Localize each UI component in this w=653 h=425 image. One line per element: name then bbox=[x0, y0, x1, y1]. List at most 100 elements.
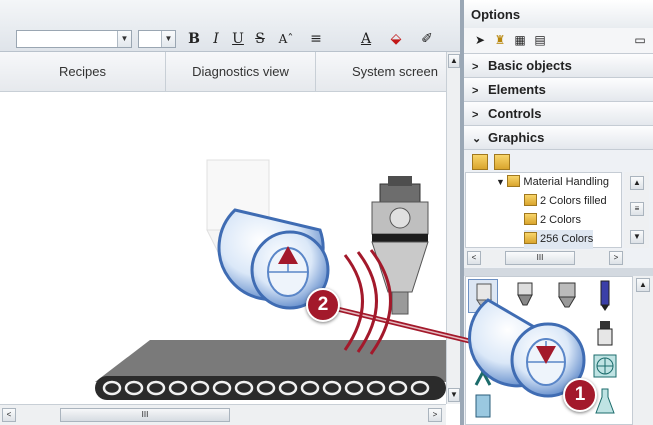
conveyor-roller bbox=[410, 380, 430, 396]
section-graphics[interactable]: ⌄Graphics bbox=[464, 126, 653, 150]
panel-title: Options bbox=[464, 0, 653, 28]
font-size-combo[interactable]: ▼ bbox=[138, 30, 176, 48]
chevron-down-icon[interactable]: ▼ bbox=[161, 31, 175, 47]
new-folder-icon[interactable] bbox=[472, 154, 488, 170]
tree-item-256-colors[interactable]: 256 Colors bbox=[524, 230, 594, 249]
tree-item-label: Material Handling bbox=[523, 176, 610, 188]
tree-vertical-scrollbar[interactable]: ▲ ≡ ▼ bbox=[624, 172, 649, 248]
pencil-icon bbox=[600, 280, 610, 311]
conveyor-roller bbox=[168, 380, 188, 396]
pump-icon bbox=[597, 321, 613, 346]
font-color-button[interactable]: A bbox=[360, 31, 372, 47]
gallery-item-tank[interactable] bbox=[552, 279, 582, 313]
font-size-increase-button[interactable]: Aˆ bbox=[278, 32, 294, 46]
font-combo[interactable]: ▼ bbox=[16, 30, 132, 48]
underline-button[interactable]: U bbox=[232, 31, 244, 47]
section-basic-objects[interactable]: >Basic objects bbox=[464, 54, 653, 78]
scroll-up-button[interactable]: ▲ bbox=[448, 54, 460, 68]
user-icon[interactable]: ♜ bbox=[494, 33, 506, 47]
scroll-right-button[interactable]: > bbox=[609, 251, 623, 265]
tree-item-material-handling[interactable]: ▼ Material Handling bbox=[496, 173, 609, 192]
window-icon[interactable]: ▭ bbox=[634, 33, 646, 47]
tab-diagnostics-view[interactable]: Diagnostics view bbox=[166, 52, 316, 92]
scroll-down-button[interactable]: ▼ bbox=[630, 230, 644, 244]
gallery-item-pump[interactable] bbox=[590, 317, 620, 351]
tank-icon bbox=[558, 282, 576, 308]
align-button[interactable]: ≡ bbox=[310, 31, 322, 47]
callout-number-2: 2 bbox=[306, 288, 340, 322]
hopper-icon bbox=[517, 282, 533, 306]
scroll-thumb[interactable]: III bbox=[505, 251, 575, 265]
conveyor-roller bbox=[278, 380, 298, 396]
bold-button[interactable]: B bbox=[188, 31, 200, 47]
mixer-tank-graphic bbox=[371, 176, 429, 315]
graphics-tree: ▼ Material Handling 2 Colors filled 2 Co… bbox=[465, 172, 622, 249]
section-label: Controls bbox=[488, 106, 542, 121]
grid-icon[interactable]: ▦ bbox=[514, 33, 526, 47]
fan-icon bbox=[593, 354, 617, 378]
conveyor-roller bbox=[190, 380, 210, 396]
gallery-item-grid[interactable] bbox=[468, 319, 498, 353]
tree-item-2-colors[interactable]: 2 Colors bbox=[524, 211, 581, 230]
italic-button[interactable]: I bbox=[213, 31, 219, 47]
gallery-item-valve[interactable] bbox=[468, 355, 498, 389]
section-elements[interactable]: > Elements bbox=[464, 78, 653, 102]
pointer-icon[interactable]: ➤ bbox=[474, 33, 486, 47]
gallery-item-container[interactable] bbox=[468, 389, 498, 423]
folder-icon bbox=[524, 213, 537, 225]
scroll-down-button[interactable]: ▼ bbox=[448, 388, 460, 402]
chevron-right-icon: > bbox=[472, 85, 479, 97]
folder-icon bbox=[524, 232, 537, 244]
delete-folder-icon[interactable] bbox=[494, 154, 510, 170]
graphics-toolbar bbox=[464, 150, 653, 176]
scroll-left-button[interactable]: < bbox=[2, 408, 16, 422]
scroll-thumb[interactable]: ≡ bbox=[630, 202, 644, 216]
expand-arrow-icon[interactable]: ▼ bbox=[496, 177, 508, 187]
chevron-down-icon[interactable]: ▼ bbox=[117, 31, 131, 47]
conveyor-roller bbox=[322, 380, 342, 396]
table-icon[interactable]: ▤ bbox=[534, 33, 546, 47]
flask-icon bbox=[595, 388, 615, 414]
graphics-gallery bbox=[465, 276, 633, 425]
gallery-item-hopper[interactable] bbox=[510, 279, 540, 313]
gallery-item-fan[interactable] bbox=[590, 351, 620, 385]
tab-recipes[interactable]: Recipes bbox=[0, 52, 166, 92]
scroll-thumb[interactable]: III bbox=[60, 408, 230, 422]
tree-item-2-colors-filled[interactable]: 2 Colors filled bbox=[524, 192, 607, 211]
gallery-item-pencil[interactable] bbox=[590, 279, 620, 313]
conveyor-roller bbox=[102, 380, 122, 396]
scroll-right-button[interactable]: > bbox=[428, 408, 442, 422]
panel-toolbar: ➤ ♜ ▦ ▤ ▭ bbox=[464, 28, 653, 54]
tree-item-label: 256 Colors bbox=[540, 233, 594, 245]
conveyor-roller bbox=[300, 380, 320, 396]
section-controls[interactable]: >Controls bbox=[464, 102, 653, 126]
fill-color-button[interactable]: ⬙ bbox=[390, 31, 402, 47]
chevron-right-icon: > bbox=[472, 61, 479, 73]
silo-icon bbox=[476, 283, 492, 307]
section-label: Elements bbox=[488, 82, 546, 97]
container-icon bbox=[475, 394, 491, 418]
tree-horizontal-scrollbar[interactable]: < III > bbox=[465, 250, 625, 267]
editor-vertical-scrollbar[interactable]: ▲ ▼ bbox=[446, 52, 460, 404]
folder-icon bbox=[507, 175, 521, 187]
gallery-item-flask[interactable] bbox=[590, 385, 620, 419]
gallery-item-silo[interactable] bbox=[468, 279, 498, 313]
tab-system-screen[interactable]: System screen bbox=[352, 64, 438, 79]
gallery-vertical-scrollbar[interactable]: ▲ bbox=[633, 276, 653, 425]
scroll-up-button[interactable]: ▲ bbox=[630, 176, 644, 190]
grid-icon bbox=[471, 326, 495, 342]
conveyor-roller bbox=[212, 380, 232, 396]
strikethrough-button[interactable]: S bbox=[255, 31, 265, 47]
line-color-button[interactable]: ✐ bbox=[421, 31, 433, 47]
screen-editor: ▼ ▼ B I U S Aˆ ≡ A ⬙ ✐ Recipes Diagnosti… bbox=[0, 0, 460, 425]
conveyor-roller bbox=[146, 380, 166, 396]
tree-item-label: 2 Colors filled bbox=[540, 195, 607, 207]
screen-canvas[interactable] bbox=[0, 92, 446, 404]
conveyor-roller bbox=[256, 380, 276, 396]
conveyor-roller bbox=[234, 380, 254, 396]
panel-splitter[interactable] bbox=[464, 268, 653, 276]
tree-item-label: 2 Colors bbox=[540, 214, 581, 226]
scroll-up-button[interactable]: ▲ bbox=[636, 278, 650, 292]
editor-horizontal-scrollbar[interactable]: < III > bbox=[0, 404, 446, 425]
scroll-left-button[interactable]: < bbox=[467, 251, 481, 265]
